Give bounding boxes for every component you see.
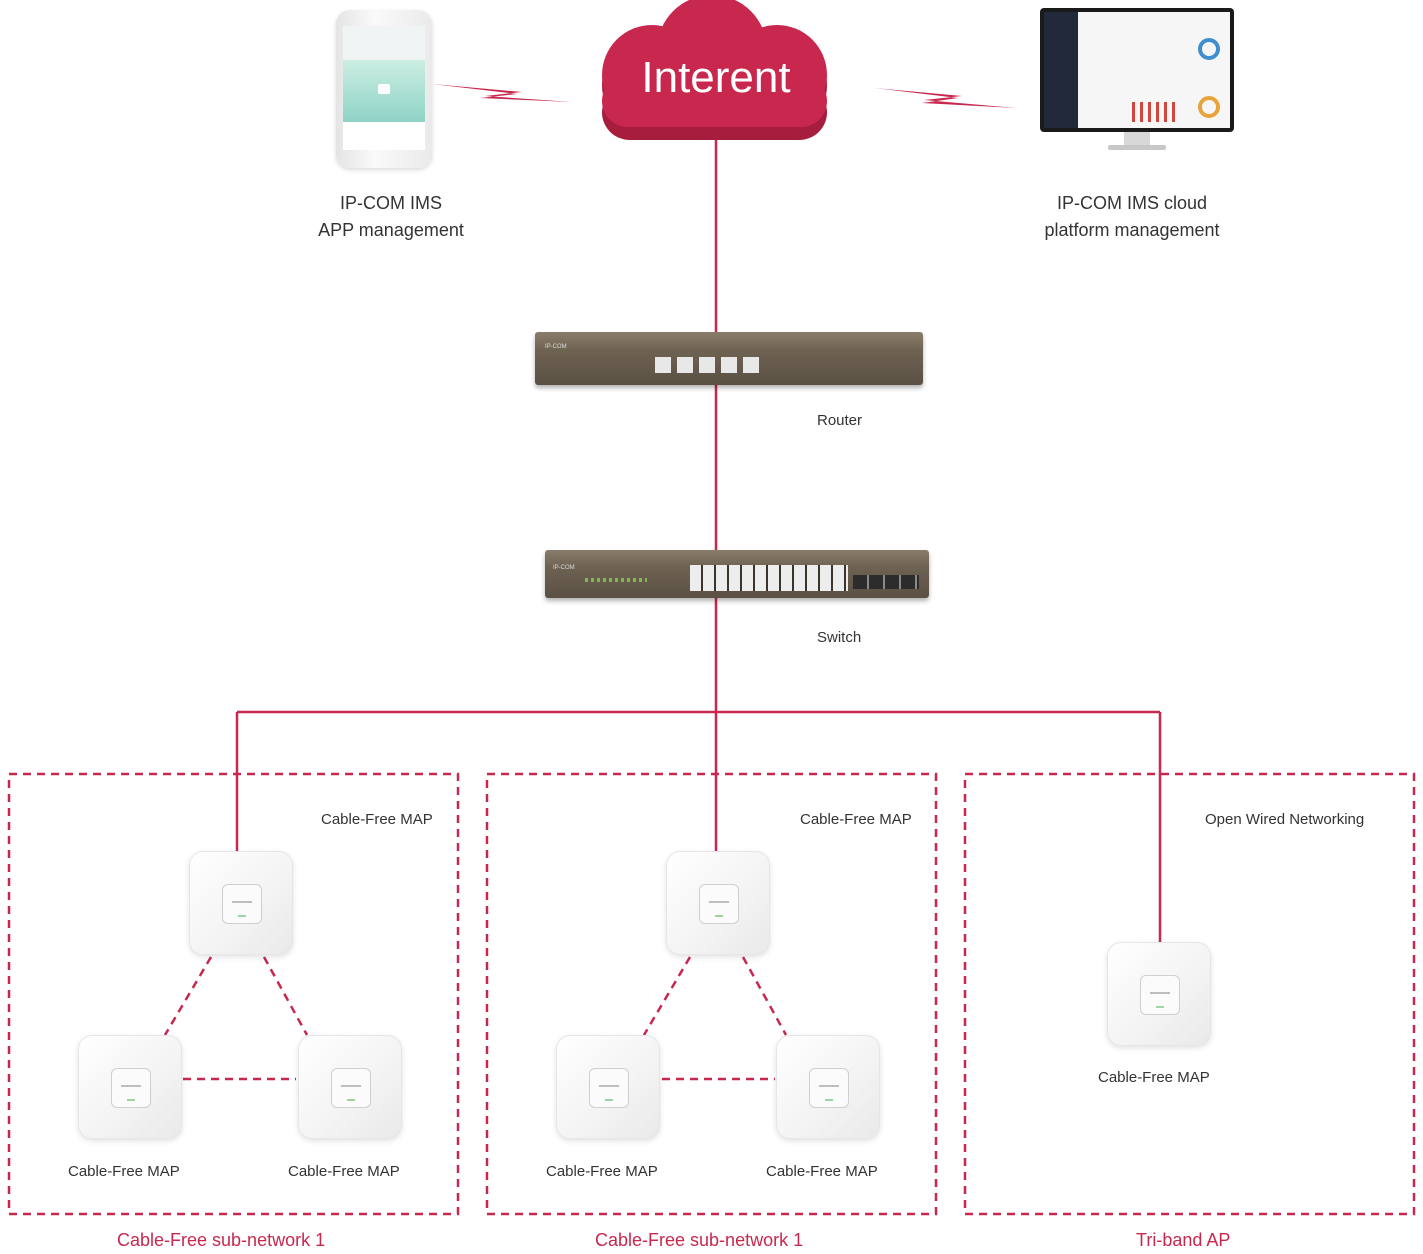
phone-app-center-icon <box>378 84 390 94</box>
access-point-icon <box>1107 942 1211 1046</box>
monitor-base <box>1108 145 1166 150</box>
monitor-stand <box>1124 132 1150 146</box>
access-point-icon <box>776 1035 880 1139</box>
phone-app-header <box>343 26 425 60</box>
group2-left-ap-label: Cable-Free MAP <box>546 1163 658 1180</box>
donut-chart-icon <box>1198 38 1220 60</box>
group2-header: Cable-Free MAP <box>800 811 912 828</box>
group-box-2 <box>485 772 938 1216</box>
app-management-label: IP-COM IMS APP management <box>261 190 521 244</box>
access-point-icon <box>298 1035 402 1139</box>
wireless-link-cloud <box>874 88 1016 108</box>
group-box-3 <box>963 772 1416 1216</box>
switch-sfp-ports <box>853 575 919 589</box>
switch-brand: IP-COM <box>553 565 575 571</box>
group3-header: Open Wired Networking <box>1205 811 1365 828</box>
access-point-icon <box>556 1035 660 1139</box>
access-point-icon <box>78 1035 182 1139</box>
switch-ports <box>690 565 848 591</box>
group1-right-ap-label: Cable-Free MAP <box>288 1163 400 1180</box>
mesh-link-1a <box>163 956 213 1036</box>
access-point-icon <box>189 851 293 955</box>
switch-label: Switch <box>817 629 862 646</box>
group1-left-ap-label: Cable-Free MAP <box>68 1163 180 1180</box>
internet-cloud-icon <box>602 0 827 140</box>
switch-device: IP-COM <box>545 550 929 598</box>
monitor <box>1040 8 1234 150</box>
group-box-1 <box>7 772 460 1216</box>
smartphone <box>336 10 432 168</box>
internet-label: Interent <box>641 53 791 102</box>
group3-ap-label: Cable-Free MAP <box>1098 1069 1210 1086</box>
phone-screen <box>343 26 425 150</box>
wireless-link-app <box>432 84 572 102</box>
mesh-link-2b <box>741 956 788 1036</box>
mesh-link-2a <box>642 956 692 1036</box>
dashboard-sidebar <box>1044 12 1078 128</box>
mesh-link-1b <box>262 956 309 1036</box>
app-label-line2: APP management <box>318 220 464 240</box>
router-ports <box>655 357 765 373</box>
group1-header: Cable-Free MAP <box>321 811 433 828</box>
group1-title: Cable-Free sub-network 1 <box>117 1230 326 1250</box>
access-point-icon <box>666 851 770 955</box>
router-brand: IP-COM <box>545 344 567 350</box>
router-device: IP-COM <box>535 332 923 385</box>
switch-leds <box>585 578 647 582</box>
group2-title: Cable-Free sub-network 1 <box>595 1230 804 1250</box>
group3-title: Tri-band AP <box>1136 1230 1231 1250</box>
monitor-screen <box>1040 8 1234 132</box>
cloud-label-line1: IP-COM IMS cloud <box>1056 193 1208 213</box>
donut-chart-icon <box>1198 96 1220 118</box>
router-label: Router <box>817 412 863 429</box>
cloud-platform-label: IP-COM IMS cloud platform management <box>1002 190 1262 244</box>
bar-chart-icon <box>1132 102 1178 122</box>
cloud-label-line2: platform management <box>1044 220 1220 240</box>
app-label-line1: IP-COM IMS <box>340 193 442 213</box>
group2-right-ap-label: Cable-Free MAP <box>766 1163 878 1180</box>
